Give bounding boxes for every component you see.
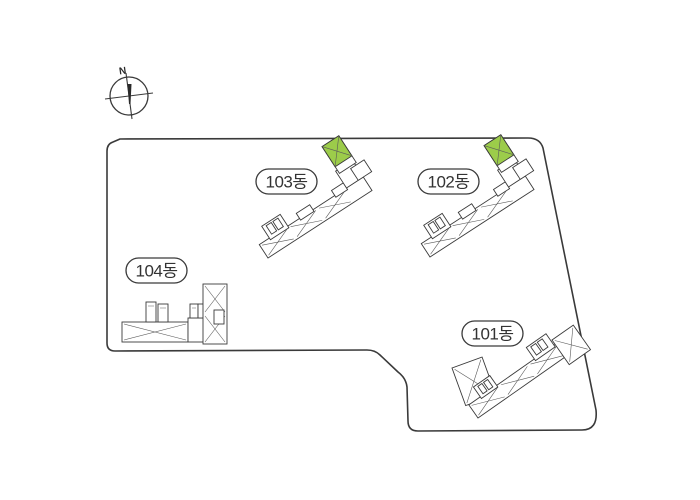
building-label-102-text: 102동 xyxy=(427,173,469,192)
building-101[interactable] xyxy=(451,324,592,419)
building-label-103-text: 103동 xyxy=(265,173,307,192)
building-102[interactable] xyxy=(395,130,542,258)
building-label-104-text: 104동 xyxy=(135,262,177,281)
building-label-101-text: 101동 xyxy=(471,325,513,344)
compass-north-label: N xyxy=(118,66,127,78)
building-103[interactable] xyxy=(233,131,380,259)
building-label-102[interactable]: 102동 xyxy=(417,168,480,195)
compass-rose-icon: N xyxy=(104,66,154,120)
building-label-101[interactable]: 101동 xyxy=(461,320,524,347)
building-label-103[interactable]: 103동 xyxy=(255,168,318,195)
building-104[interactable] xyxy=(121,283,228,345)
building-label-104[interactable]: 104동 xyxy=(125,257,188,284)
